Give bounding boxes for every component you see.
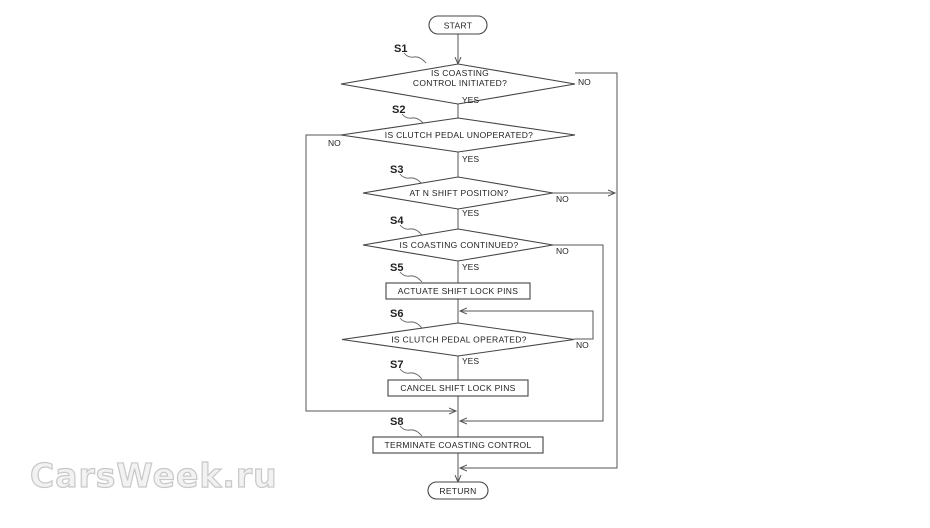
s6-question: IS CLUTCH PEDAL OPERATED?	[391, 335, 527, 345]
s8-text: TERMINATE COASTING CONTROL	[385, 440, 532, 450]
flow-s6-no	[460, 311, 594, 340]
s3-no-label: NO	[556, 194, 569, 204]
flow-s4-no	[460, 244, 604, 421]
s5-leader	[399, 271, 423, 283]
s8-leader	[399, 425, 423, 437]
s6-decision: S6 IS CLUTCH PEDAL OPERATED? YES NO	[341, 308, 589, 366]
connectors	[305, 34, 618, 482]
s3-leader	[399, 173, 423, 185]
s2-decision: S2 IS CLUTCH PEDAL UNOPERATED? YES NO	[328, 104, 576, 164]
s3-yes-label: YES	[462, 208, 479, 218]
s7-text: CANCEL SHIFT LOCK PINS	[400, 383, 515, 393]
s6-leader	[399, 317, 423, 329]
s1-leader	[403, 52, 427, 64]
s3-question: AT N SHIFT POSITION?	[409, 188, 508, 198]
s4-leader	[399, 224, 423, 236]
s3-decision: S3 AT N SHIFT POSITION? YES NO	[362, 164, 569, 218]
s8-step-label: S8	[390, 416, 403, 428]
s1-decision: S1 IS COASTING CONTROL INITIATED? YES NO	[340, 43, 591, 105]
s4-question: IS COASTING CONTINUED?	[399, 240, 518, 250]
s2-yes-label: YES	[462, 154, 479, 164]
s4-no-label: NO	[556, 246, 569, 256]
s1-no-label: NO	[578, 77, 591, 87]
s2-no-label: NO	[328, 138, 341, 148]
s4-step-label: S4	[390, 215, 404, 227]
return-terminal: RETURN	[427, 481, 489, 500]
start-label: START	[444, 21, 473, 31]
s1-question-line2: CONTROL INITIATED?	[413, 78, 507, 88]
s7-process: S7 CANCEL SHIFT LOCK PINS	[387, 359, 529, 397]
s4-decision: S4 IS COASTING CONTINUED? YES NO	[362, 215, 569, 272]
flow-s1-no	[460, 72, 618, 468]
s5-process: S5 ACTUATE SHIFT LOCK PINS	[385, 262, 531, 300]
start-terminal: START	[428, 15, 488, 35]
s2-leader	[401, 113, 425, 125]
s6-no-label: NO	[576, 340, 589, 350]
watermark-logo: CarsWeek.ru	[30, 456, 278, 495]
s1-yes-label: YES	[462, 95, 479, 105]
s1-question-line1: IS COASTING	[431, 68, 489, 78]
flow-s2-no	[305, 134, 456, 411]
s7-step-label: S7	[390, 359, 403, 371]
s6-step-label: S6	[390, 308, 403, 320]
s2-step-label: S2	[392, 104, 405, 116]
s7-leader	[399, 368, 423, 380]
s6-yes-label: YES	[462, 356, 479, 366]
return-label: RETURN	[439, 486, 476, 496]
s1-step-label: S1	[394, 43, 407, 55]
s8-process: S8 TERMINATE COASTING CONTROL	[372, 416, 544, 454]
s4-yes-label: YES	[462, 262, 479, 272]
s3-step-label: S3	[390, 164, 403, 176]
s5-text: ACTUATE SHIFT LOCK PINS	[398, 286, 518, 296]
s2-question: IS CLUTCH PEDAL UNOPERATED?	[385, 130, 533, 140]
s5-step-label: S5	[390, 262, 403, 274]
